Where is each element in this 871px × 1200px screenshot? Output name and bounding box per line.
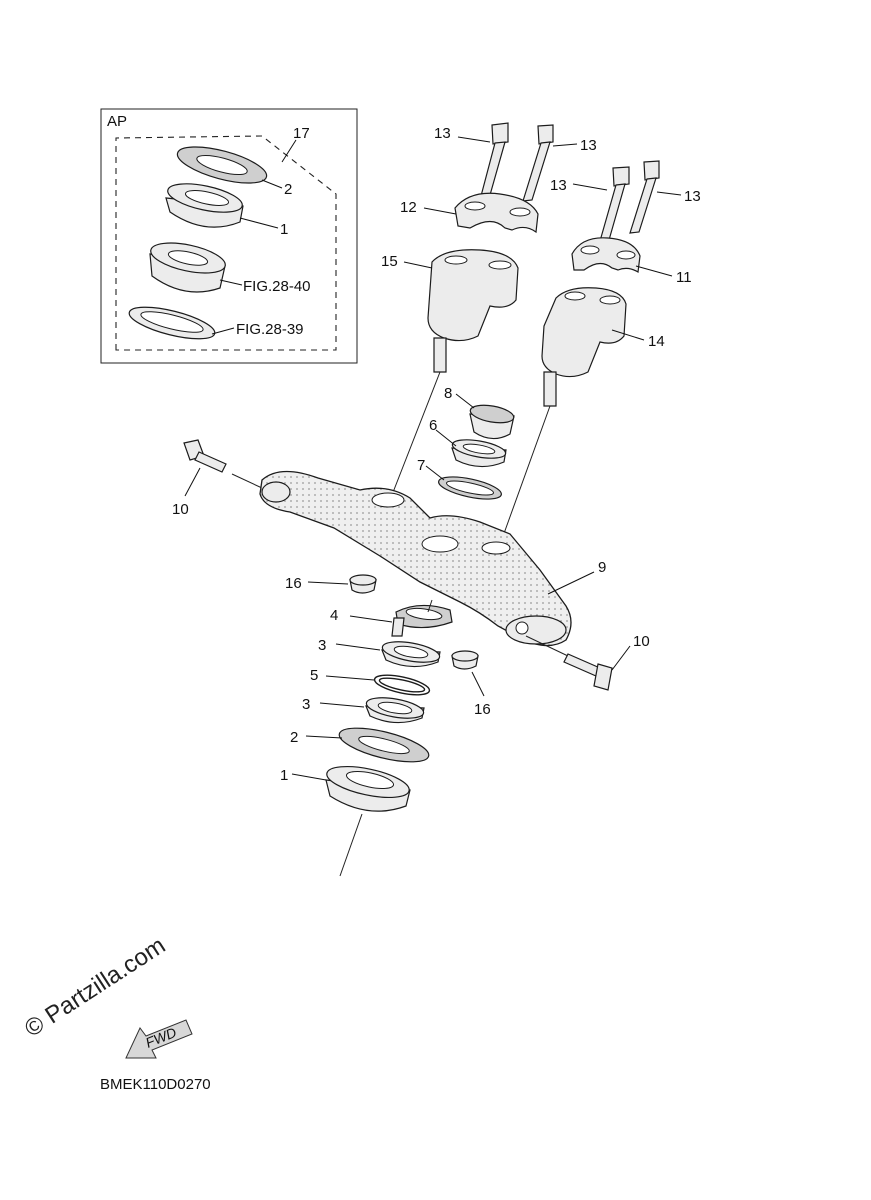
leader-10b: [611, 645, 631, 671]
leader-7: [425, 465, 445, 481]
part-4-nut: [391, 604, 453, 637]
leader-11: [635, 265, 673, 277]
axis-bolt-10-upper: [231, 473, 263, 489]
callout-4: 4: [330, 607, 338, 624]
callout-17: 17: [293, 125, 310, 142]
bolts-13: 13 13 13 13: [434, 122, 701, 242]
inset-part-1-bearing: [165, 183, 244, 228]
callout-fig40: FIG.28-40: [243, 278, 311, 295]
inset-bearing-fig40: [149, 242, 226, 293]
leader-16a: [307, 581, 349, 585]
axis-upper-stack: [427, 599, 433, 613]
part-7-ring: [438, 476, 502, 500]
inset-frame: [100, 108, 358, 364]
catalog-code: BMEK110D0270: [100, 1076, 211, 1093]
callout-3b: 3: [302, 696, 310, 713]
inset-part-2-washer: [176, 146, 268, 184]
callout-fig39: FIG.28-39: [236, 321, 304, 338]
callout-13b: 13: [580, 137, 597, 154]
callout-1: 1: [280, 767, 288, 784]
callout-15: 15: [381, 253, 398, 270]
callout-inset-2: 2: [284, 181, 292, 198]
leader-fig39: [211, 327, 235, 335]
bolt-10-upper: [183, 439, 227, 473]
holder-14: [541, 287, 627, 407]
leader-16b: [471, 671, 485, 697]
inset-ap: AP 17 2 1 FIG.28-40: [100, 108, 358, 364]
leader-2: [305, 735, 343, 739]
upper-bracket-9: [259, 470, 572, 647]
callout-11: 11: [676, 269, 692, 286]
callout-10a: 10: [172, 501, 189, 518]
axis-line-right-holder: [497, 405, 551, 551]
grommet-16-upper: [349, 574, 377, 594]
leader-9: [547, 571, 595, 595]
callout-12: 12: [400, 199, 417, 216]
callout-6: 6: [429, 417, 437, 434]
upper-clamp-12: [454, 192, 539, 234]
callout-16b: 16: [474, 701, 491, 718]
callout-16a: 16: [285, 575, 302, 592]
part-8-nut: [469, 404, 515, 440]
leader-13c: [572, 183, 608, 191]
callout-5: 5: [310, 667, 318, 684]
bolt-10-lower: [563, 653, 613, 691]
leader-13d: [656, 191, 682, 196]
callout-10b: 10: [633, 633, 650, 650]
callout-7: 7: [417, 457, 425, 474]
leader-12: [423, 207, 457, 215]
callout-3a: 3: [318, 637, 326, 654]
leader-4: [349, 615, 393, 623]
bolt-13-c: [599, 166, 630, 242]
callout-14: 14: [648, 333, 665, 350]
part-2-washer: [338, 727, 430, 763]
axis-bolt-10-lower: [525, 635, 569, 657]
leader-10a: [184, 467, 201, 497]
part-1-bearing: [325, 765, 411, 812]
fwd-arrow-icon: FWD: [125, 1019, 193, 1059]
bolt-13-a: [480, 122, 509, 197]
holder-15: [427, 249, 519, 373]
leader-14: [611, 329, 645, 341]
callout-2: 2: [290, 729, 298, 746]
inset-dashed-outline: [115, 135, 337, 351]
callout-8: 8: [444, 385, 452, 402]
bolt-13-b: [522, 124, 554, 202]
leader-17: [281, 139, 297, 163]
inset-seal-fig39: [128, 306, 216, 340]
axis-line-bottom: [339, 813, 363, 877]
leader-8: [455, 393, 475, 409]
leader-15: [403, 261, 433, 269]
part-5-ring: [373, 674, 431, 696]
callout-9: 9: [598, 559, 606, 576]
leader-5: [325, 675, 375, 681]
upper-clamp-11: [571, 237, 641, 273]
leader-6: [435, 429, 457, 447]
callout-inset-1: 1: [280, 221, 288, 238]
callout-13c: 13: [550, 177, 567, 194]
leader-3a: [335, 643, 381, 651]
leader-inset-1: [239, 217, 279, 229]
part-6-washer: [451, 439, 507, 468]
callout-13a: 13: [434, 125, 451, 142]
axis-line-left-holder: [389, 371, 441, 501]
leader-fig40: [219, 279, 243, 286]
leader-13b: [552, 143, 578, 147]
grommet-16-lower: [451, 650, 479, 670]
part-3-bearing-upper: [381, 641, 441, 668]
leader-1: [291, 773, 327, 781]
bolt-13-d: [629, 160, 660, 234]
leader-inset-2: [261, 179, 283, 189]
leader-13a: [457, 136, 491, 143]
part-3-bearing-lower: [365, 697, 425, 724]
inset-label-ap: AP: [107, 113, 127, 130]
leader-3b: [319, 702, 365, 708]
callout-13d: 13: [684, 188, 701, 205]
